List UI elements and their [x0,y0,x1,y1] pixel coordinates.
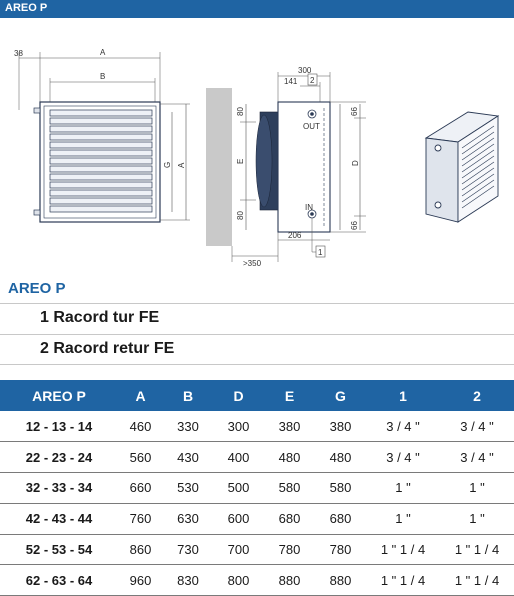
cell-model: 22 - 23 - 24 [25,449,93,465]
legend-item-1: 1 Racord tur FE [40,309,160,326]
section-title: AREO P [8,280,66,297]
cell-conn-1: 1 " [395,480,411,496]
table-header-row: AREO P A B D E G 1 2 [0,380,514,411]
cell-d: 300 [227,418,250,434]
dim-b: B [100,72,105,81]
col-header-e: E [284,387,295,404]
table-row: 32 - 33 - 34 660 530 500 580 580 1 " 1 " [0,473,514,504]
cell-b: 630 [177,511,199,527]
table-row: 42 - 43 - 44 760 630 600 680 680 1 " 1 " [0,503,514,535]
cell-g: 480 [329,449,352,465]
cell-conn-2: 1 " 1 / 4 [454,542,500,558]
legend-divider [0,303,514,304]
cell-d: 800 [227,572,250,588]
table-row: 12 - 13 - 14 460 330 300 380 380 3 / 4 "… [0,411,514,442]
cell-conn-2: 1 " [469,511,485,527]
dim-38: 38 [14,49,23,58]
cell-b: 330 [177,418,199,434]
dim-a-vertical: A [177,162,186,168]
col-header-b: B [182,387,194,404]
cell-g: 680 [329,511,352,527]
label-in: IN [305,203,313,212]
cell-a: 460 [129,418,152,434]
col-header-2: 2 [473,387,481,404]
cell-d: 700 [227,542,250,558]
cell-model: 62 - 63 - 64 [25,572,93,588]
cell-a: 960 [129,572,152,588]
table-row: 22 - 23 - 24 560 430 400 480 480 3 / 4 "… [0,442,514,473]
dim-80-bottom: 80 [236,211,245,220]
side-view [206,72,366,262]
dim-e: E [236,159,245,164]
col-header-g: G [335,387,346,404]
cell-model: 12 - 13 - 14 [25,418,93,434]
cell-conn-2: 1 " 1 / 4 [454,572,500,588]
isometric-view [424,111,500,223]
header-bar: AREO P [0,0,514,18]
col-header-model: AREO P [32,387,86,404]
cell-b: 530 [177,480,199,496]
legend-divider [0,334,514,335]
cell-e: 580 [278,480,301,496]
cell-d: 400 [227,449,250,465]
cell-conn-1: 1 " [395,511,411,527]
label-out: OUT [303,122,320,131]
cell-a: 860 [129,542,152,558]
cell-g: 880 [329,572,352,588]
callout-2: 2 [310,76,315,85]
dim-206: 206 [288,231,302,240]
dim-350: >350 [243,259,262,268]
cell-model: 32 - 33 - 34 [25,480,93,496]
cell-e: 880 [278,572,301,588]
cell-e: 480 [278,449,301,465]
col-header-1: 1 [399,387,407,404]
legend-item-2: 2 Racord retur FE [40,340,175,357]
cell-a: 760 [129,511,152,527]
dim-g: G [163,162,172,168]
cell-d: 600 [227,511,250,527]
technical-drawing: 38 A B G A [14,48,500,268]
cell-e: 380 [278,418,301,434]
col-header-d: D [233,387,244,404]
cell-e: 780 [278,542,301,558]
dim-a: A [100,48,106,57]
legend-divider [0,364,514,365]
front-view [18,52,190,223]
cell-g: 780 [329,542,352,558]
cell-conn-2: 3 / 4 " [460,418,494,434]
dim-141: 141 [284,77,298,86]
dim-d: D [351,160,360,166]
callout-1: 1 [318,248,323,257]
cell-conn-1: 3 / 4 " [386,418,420,434]
dim-80-top: 80 [236,107,245,116]
cell-conn-2: 3 / 4 " [460,449,494,465]
cell-b: 730 [177,542,199,558]
dimensions-table: AREO P A B D E G 1 2 12 - 13 - 14 460 33… [0,380,514,596]
cell-a: 660 [129,480,152,496]
dim-66-bottom: 66 [350,221,359,230]
cell-model: 52 - 53 - 54 [25,542,93,558]
cell-conn-1: 3 / 4 " [386,449,420,465]
cell-g: 580 [329,480,352,496]
cell-b: 830 [177,572,199,588]
cell-conn-2: 1 " [469,480,485,496]
col-header-a: A [135,387,146,404]
cell-g: 380 [329,418,352,434]
dim-300: 300 [298,66,312,75]
cell-e: 680 [278,511,301,527]
header-title: AREO P [5,2,48,14]
cell-b: 430 [177,449,199,465]
dim-66-top: 66 [350,107,359,116]
cell-d: 500 [227,480,250,496]
cell-conn-1: 1 " 1 / 4 [380,572,426,588]
cell-model: 42 - 43 - 44 [25,511,93,527]
cell-a: 560 [129,449,152,465]
table-row: 52 - 53 - 54 860 730 700 780 780 1 " 1 /… [0,534,514,565]
table-row: 62 - 63 - 64 960 830 800 880 880 1 " 1 /… [0,565,514,596]
cell-conn-1: 1 " 1 / 4 [380,542,426,558]
